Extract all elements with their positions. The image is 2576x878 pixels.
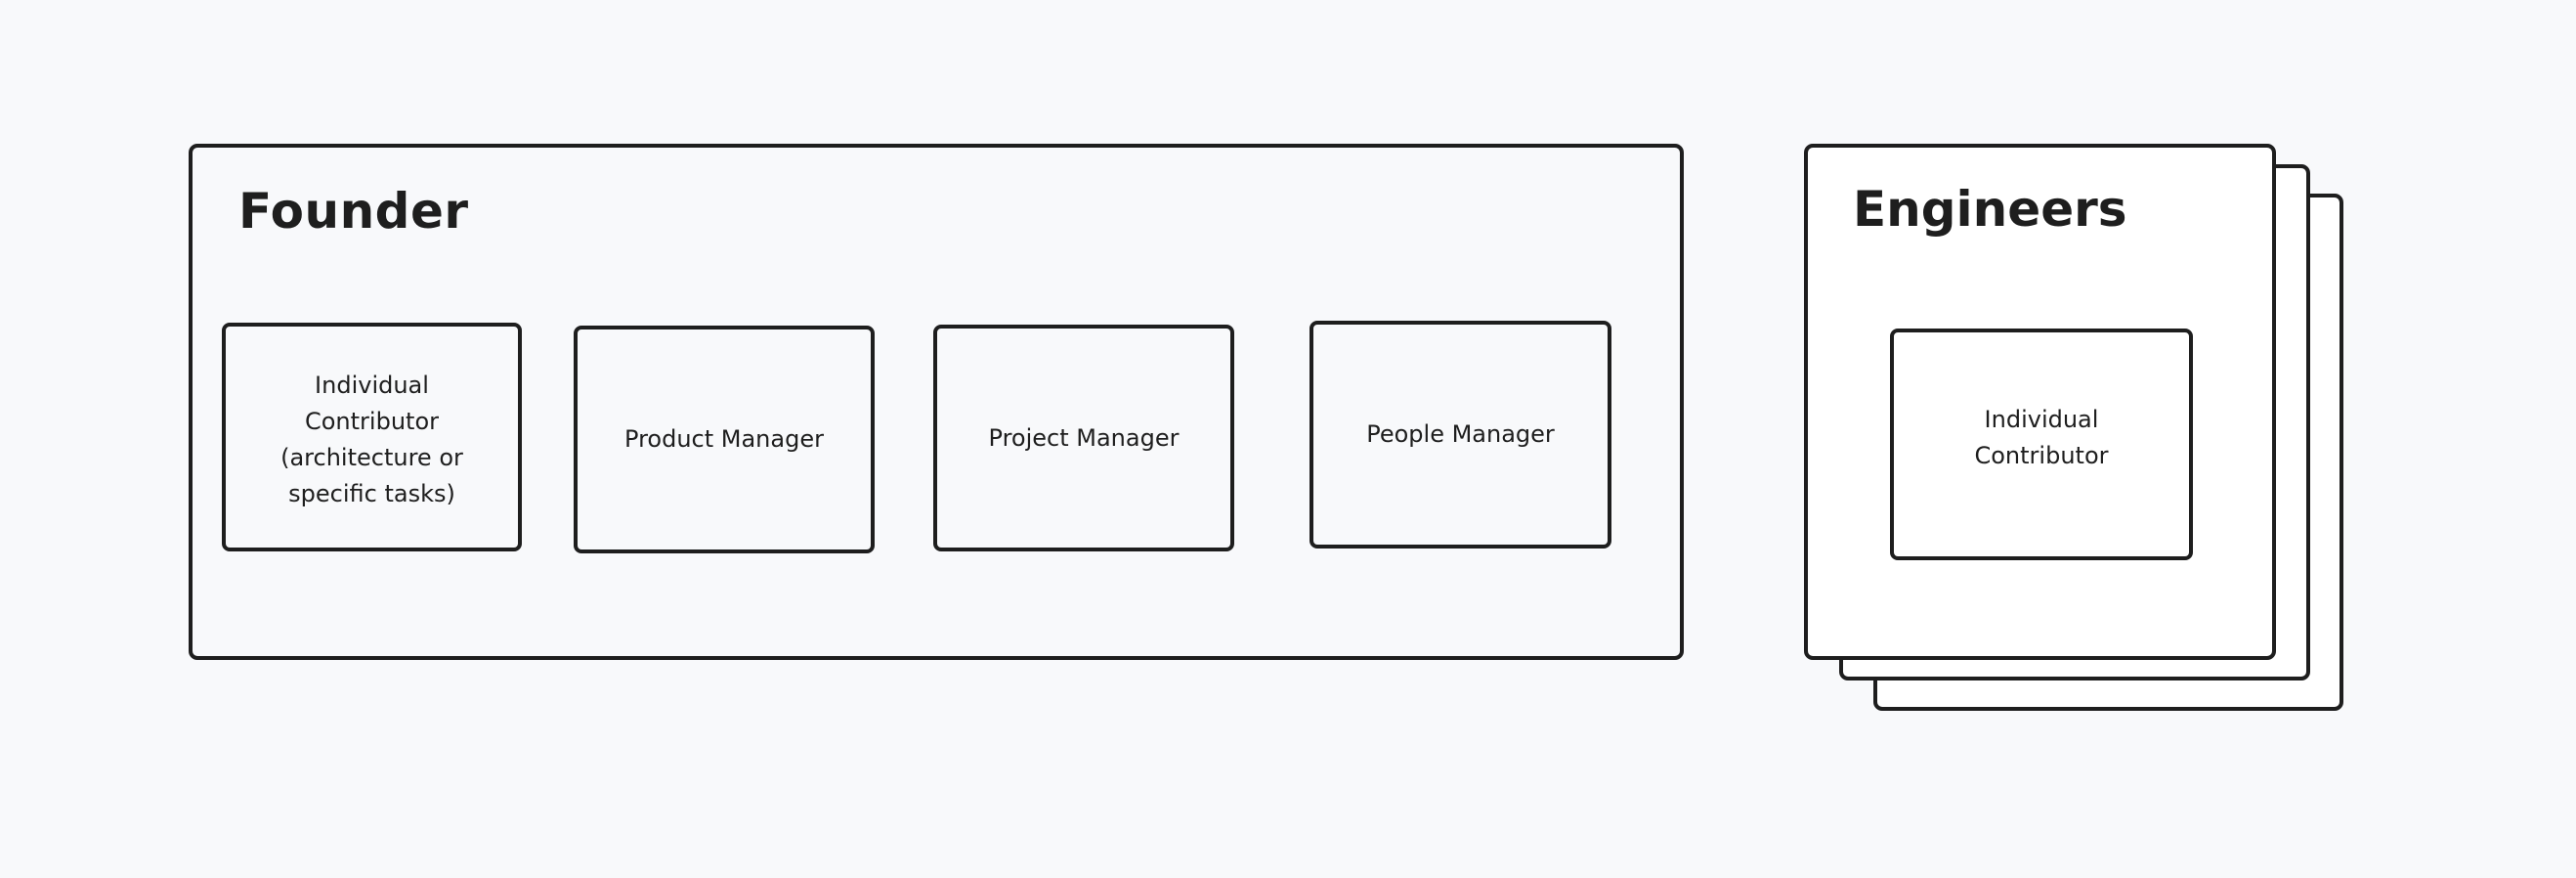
founder-role-project-manager[interactable]: Project Manager [933,325,1234,551]
founder-role-people-manager[interactable]: People Manager [1309,321,1611,549]
engineers-title: Engineers [1853,181,2127,238]
engineers-role-individual-contributor[interactable]: Individual Contributor [1890,329,2193,560]
role-label: Project Manager [988,423,1180,452]
role-label: Product Manager [624,425,824,453]
role-label: People Manager [1366,420,1555,448]
role-label: Individual Contributor (architecture or … [280,372,463,507]
founder-role-product-manager[interactable]: Product Manager [574,326,875,553]
founder-title: Founder [238,183,469,240]
founder-role-individual-contributor[interactable]: Individual Contributor (architecture or … [222,323,522,551]
role-label: Individual Contributor [1974,405,2109,469]
